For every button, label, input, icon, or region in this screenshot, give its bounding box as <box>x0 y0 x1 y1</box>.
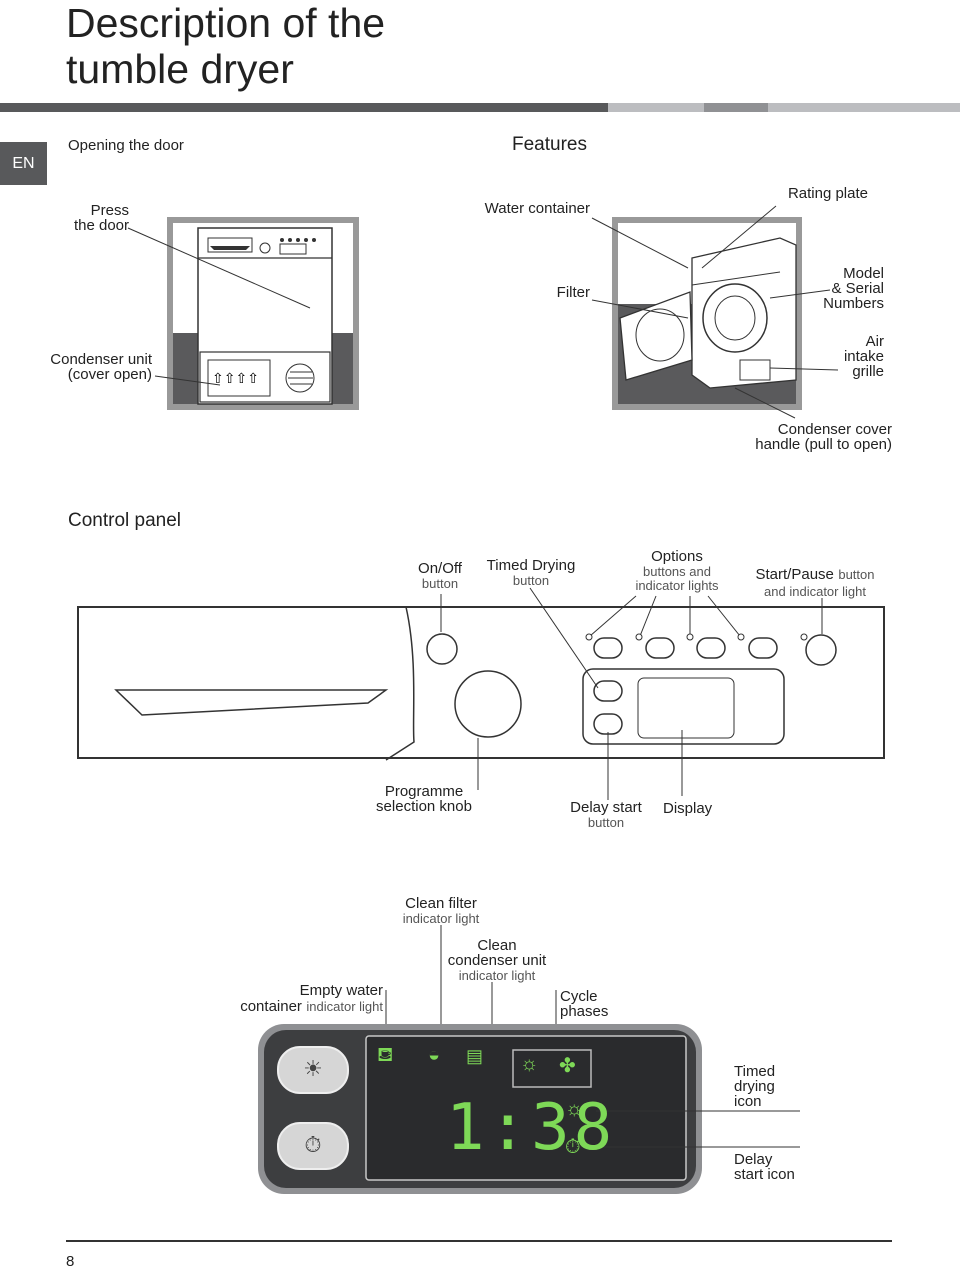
start-pause-label: Start/Pause button and indicator light <box>755 566 875 599</box>
display-panel-drawing <box>258 925 800 1194</box>
footer-rule <box>66 1240 892 1242</box>
sun-phase-icon: ☼ <box>520 1053 539 1075</box>
filter-label: Filter <box>556 284 590 301</box>
dryer-illustrations: ⇧⇧⇧⇧ <box>127 205 839 419</box>
features-heading: Features <box>512 134 587 155</box>
water-container-icon: ⛾ <box>377 1044 394 1066</box>
water-container-label: Water container <box>484 200 590 217</box>
rating-plate-label: Rating plate <box>787 185 868 202</box>
control-panel-heading: Control panel <box>68 510 182 531</box>
svg-text:⇧⇧⇧⇧: ⇧⇧⇧⇧ <box>212 371 259 387</box>
header-bar <box>0 103 608 112</box>
fan-icon: ✤ <box>559 1055 576 1077</box>
display-label: Display <box>663 800 713 817</box>
header-bar-segment <box>704 103 768 112</box>
delay-start-icon: ⏱ <box>565 1136 581 1158</box>
header-bar-segment <box>768 103 960 112</box>
page-title: Description of the tumble dryer <box>66 0 386 92</box>
sun-icon[interactable]: ☀ <box>303 1056 323 1081</box>
control-panel-drawing <box>77 587 885 800</box>
timed-drying-icon: ☼ <box>565 1098 584 1120</box>
condenser-icon: ▤ <box>466 1046 484 1066</box>
empty-water-label: Empty water container indicator light <box>240 982 383 1015</box>
language-tab: EN <box>0 142 47 185</box>
opening-door-heading: Opening the door <box>68 137 184 154</box>
time-readout: 1:38 <box>446 1091 617 1165</box>
options-label: Options buttons and indicator lights <box>635 548 719 593</box>
condenser-unit-label: Condenser unit(cover open) <box>50 351 152 383</box>
filter-icon: ◒ <box>428 1044 441 1066</box>
stopwatch-icon[interactable]: ⏱ <box>304 1132 322 1157</box>
header-bar-segment <box>608 103 704 112</box>
clean-condenser-label: Clean condenser unit indicator light <box>447 937 547 983</box>
page-number: 8 <box>66 1253 75 1270</box>
